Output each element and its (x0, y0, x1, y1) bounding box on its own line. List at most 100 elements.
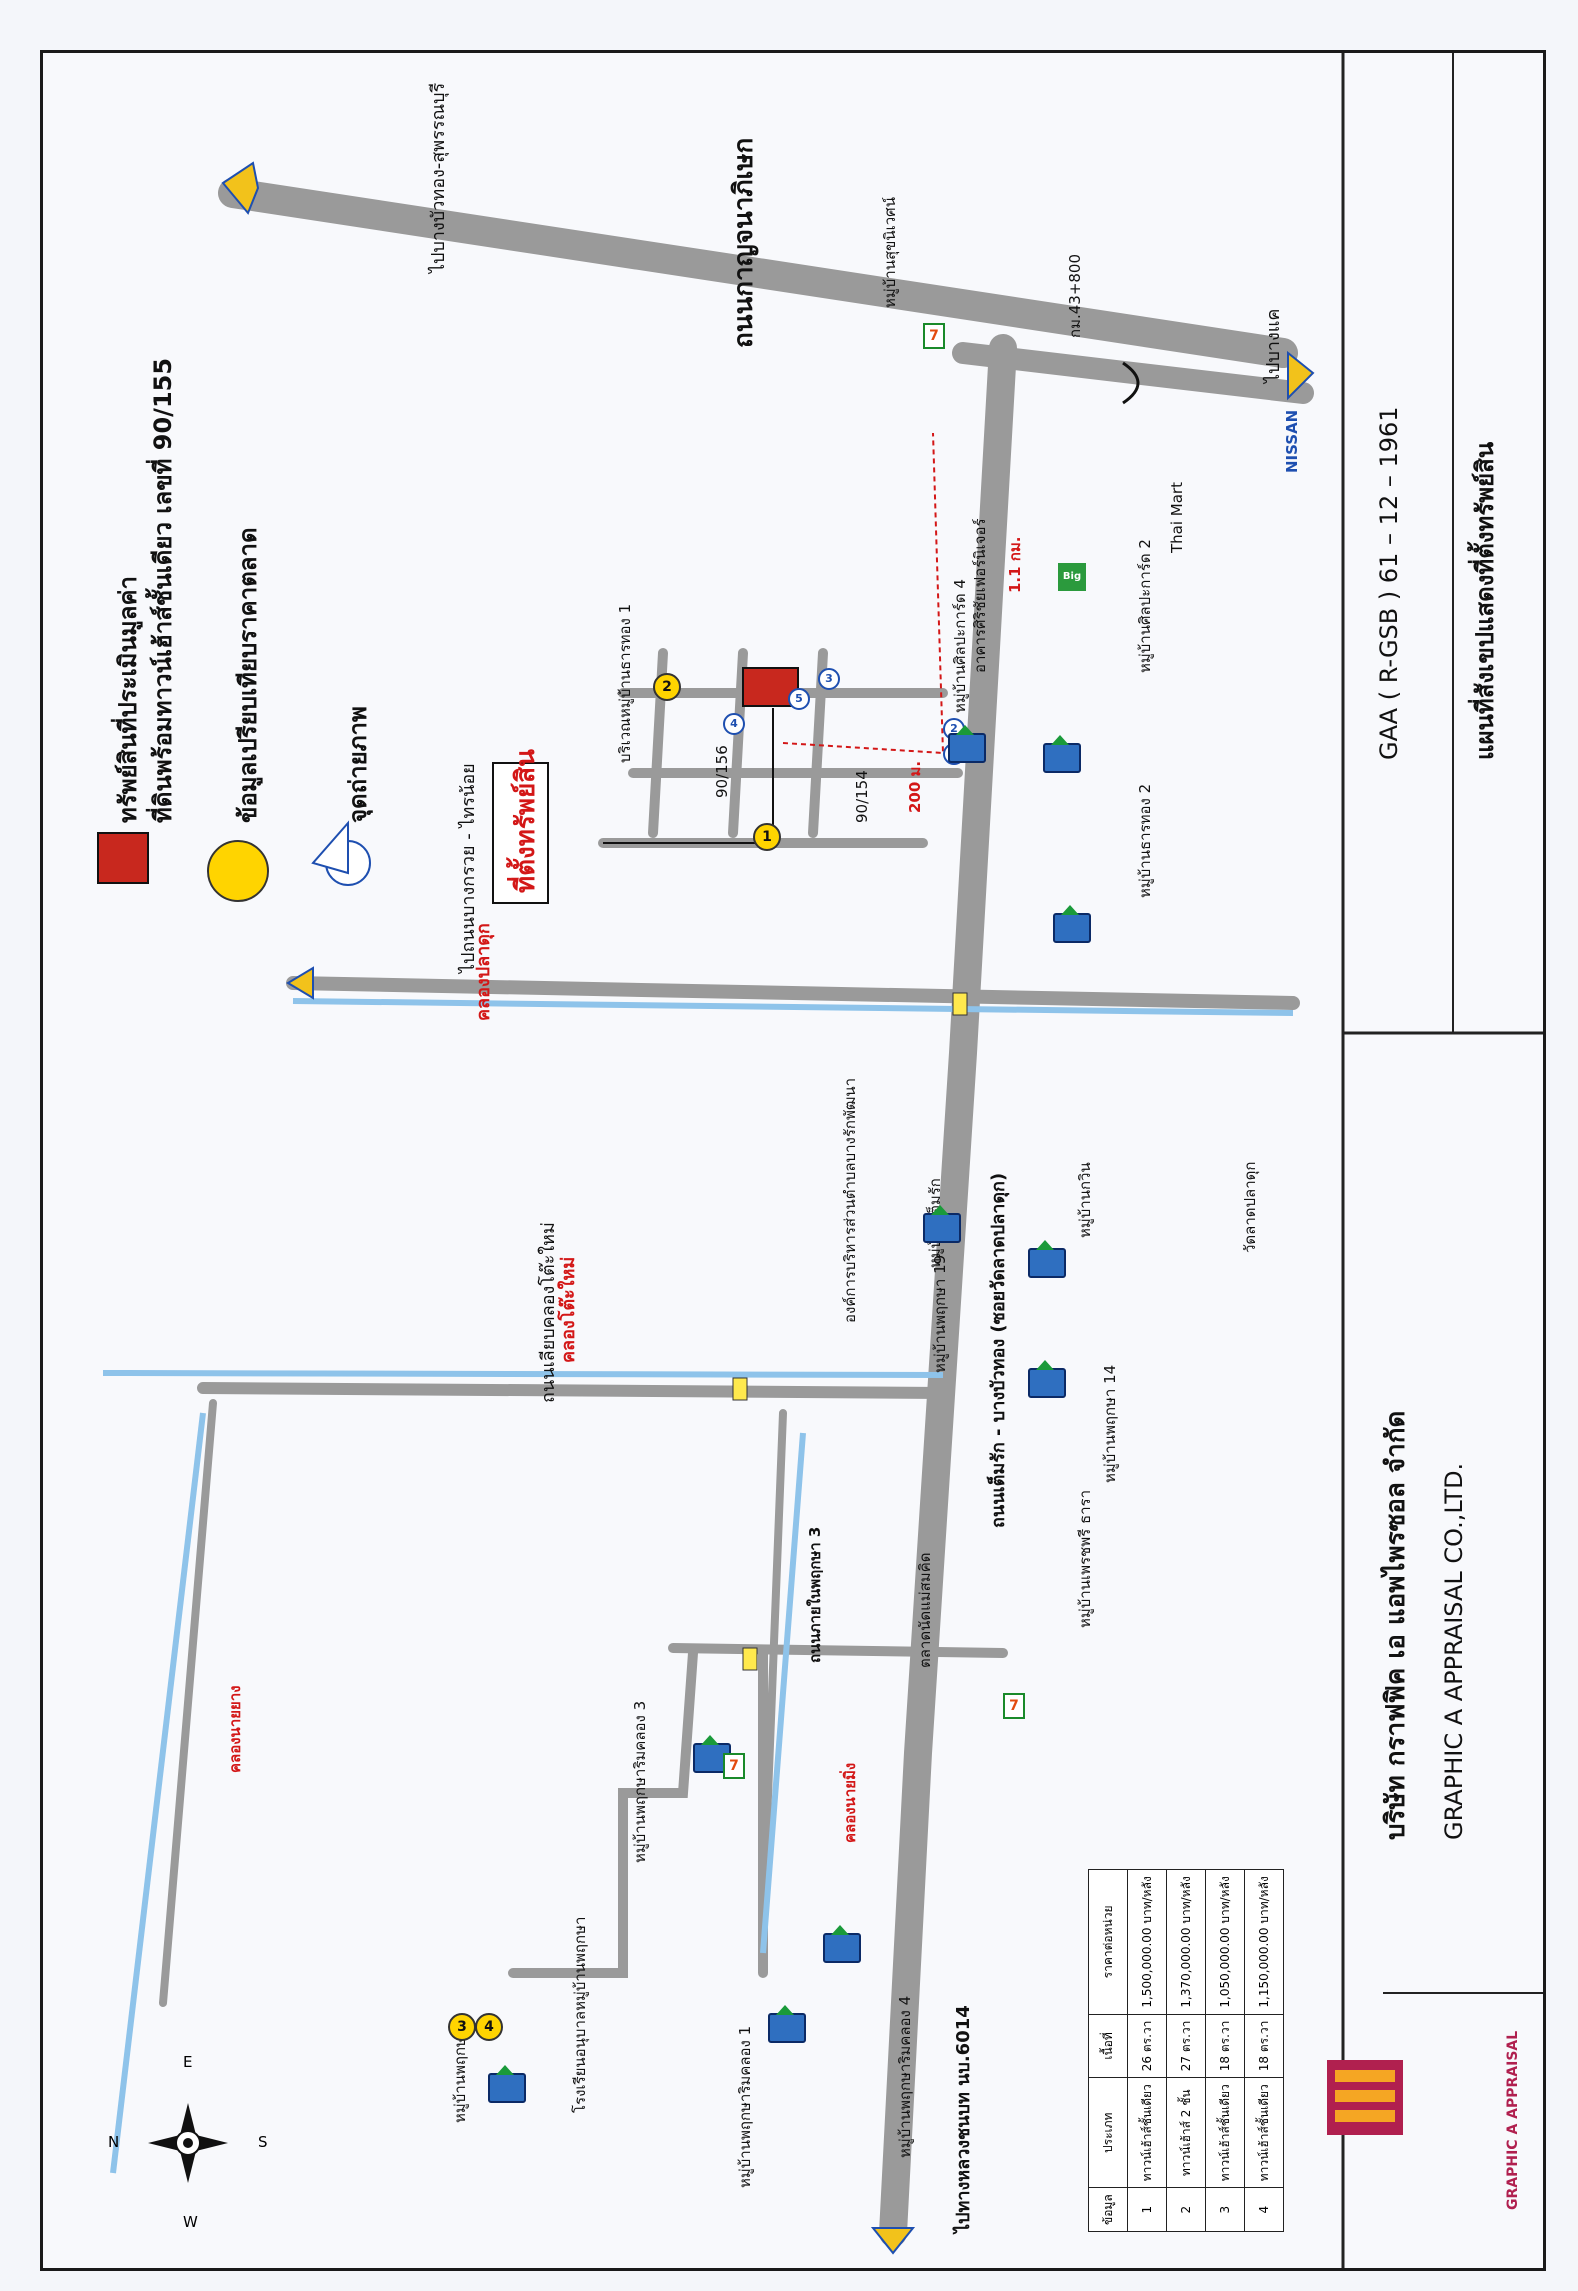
distance-route (782, 432, 945, 755)
table-header-cell: ประเภท (1088, 2077, 1128, 2188)
legend-photo-label: จุดถ่ายภาพ (344, 706, 372, 823)
table-row: 4 ทาวน์เฮ้าส์ชั้นเดียว 18 ตร.วา 1,150,00… (1244, 1869, 1284, 2232)
canals (102, 998, 1294, 2174)
table-row: 1 ทาวน์เฮ้าส์ชั้นเดียว 26 ตร.วา 1,500,00… (1127, 1869, 1167, 2232)
table-cell: ทาวน์เฮ้าส์ชั้นเดียว (1127, 2077, 1167, 2188)
comparables-table-wrap: ข้อมูล ประเภท เนื้อที่ ราคาต่อหน่วย 1 ทา… (1088, 1869, 1284, 2232)
highway-label: ไปทางหลวงชนบท นบ.6014 (953, 2005, 974, 2233)
table-cell: 1,500,000.00 บาท/หลัง (1127, 1869, 1167, 2015)
table-header-row: ข้อมูล ประเภท เนื้อที่ ราคาต่อหน่วย (1088, 1869, 1128, 2232)
wat-label: วัดลาดปลาดุก (1241, 1161, 1259, 1253)
table-cell: 1,150,000.00 บาท/หลัง (1244, 1869, 1284, 2015)
map-sheet: ทรัพย์สินที่ประเมินมูลค่า ที่ดินพร้อมทาว… (40, 50, 1546, 2271)
logo-text: GRAPHIC A APPRAISAL (1505, 2030, 1521, 2210)
lot-154-label: 90/154 (853, 770, 871, 823)
table-cell: ทาวน์เฮ้าส์ชั้นเดียว (1244, 2077, 1284, 2188)
legend-subject-detail: ที่ดินพร้อมทาวน์เฮ้าส์ชั้นเดียว เลขที่ 9… (149, 357, 177, 823)
document-code: GAA ( R-GSB ) 61 – 12 – 1961 (1375, 406, 1403, 760)
road-main-vertical (879, 334, 1017, 2247)
bridge-markers (732, 992, 968, 1671)
oborjor-label: องค์การบริหารส่วนตำบลบางรักพัฒนา (841, 1077, 859, 1323)
village-sriroy: อาคารศิริชัยเฟอร์นิเจอร์ (971, 518, 989, 673)
u-turn-icon (1122, 361, 1140, 405)
company-logo-graphic (1327, 2060, 1403, 2135)
vicinity-label: บริเวณหมู่บ้านธารทอง 1 (616, 603, 634, 763)
village-sinprakarn2: หมู่บ้านศิลปะการ์ด 2 (1136, 539, 1154, 673)
village-thara: หมู่บ้านเพรชพรี ธารา (1076, 1490, 1094, 1628)
table-cell: 1,050,000.00 บาท/หลัง (1205, 1869, 1245, 2015)
comparables-table: ข้อมูล ประเภท เนื้อที่ ราคาต่อหน่วย 1 ทา… (1088, 1869, 1284, 2232)
village-phruksa-klong3: หมู่บ้านพฤกษาริมคลอง 3 (631, 1700, 649, 1863)
seven-eleven-icon: 7 (723, 1753, 745, 1779)
canal-nai-ming (760, 1432, 806, 1954)
village-house-icon (948, 725, 986, 763)
table-cell: ทาวน์เฮ้าส์ชั้นเดียว (1205, 2077, 1245, 2188)
road-inner-5 (728, 648, 748, 838)
village-house-icon (1043, 735, 1081, 773)
table-cell: 1,370,000.00 บาท/หลัง (1166, 1869, 1206, 2015)
distance-11km-label: 1.1 กม. (1006, 536, 1024, 593)
road-west-1 (508, 1648, 698, 1978)
legend-subject-swatch (97, 832, 149, 884)
village-phruksa-klong4: หมู่บ้านพฤกษาริมคลอง 4 (896, 1995, 914, 2158)
thai-mart-label: Thai Mart (1168, 482, 1186, 553)
compass-n: N (108, 2133, 120, 2151)
compass-s: S (258, 2133, 268, 2151)
village-house-icon (823, 1925, 861, 1963)
canal-pladuk (292, 998, 1294, 1016)
road-phruksa3 (668, 1643, 1008, 1658)
table-row: 3 ทาวน์เฮ้าส์ชั้นเดียว 18 ตร.วา 1,050,00… (1205, 1869, 1245, 2232)
village-thanthong2: หมู่บ้านธารทอง 2 (1136, 783, 1154, 898)
legend-comparable-label: ข้อมูลเปรียบเทียบราคาตลาด (234, 527, 262, 823)
legend-comparable-swatch (207, 840, 269, 902)
table-cell: ทาวน์เฮ้าส์ 2 ชั้น (1166, 2077, 1206, 2188)
village-house-icon (1028, 1360, 1066, 1398)
compass-w: W (183, 2213, 198, 2231)
legend-photo-swatch (311, 820, 371, 886)
table-cell: 18 ตร.วา (1244, 2014, 1284, 2078)
map-canvas (97, 53, 1543, 2268)
village-house-icon (1028, 1240, 1066, 1278)
lot-156-label: 90/156 (713, 745, 731, 798)
company-name-th: บริษัท กราฟฟิค เอ แอพไพรซอล จำกัด (1381, 1410, 1411, 1840)
road-kanchanaphisek (218, 178, 1298, 368)
table-cell: 2 (1166, 2187, 1206, 2232)
road-tem-rak-label: ถนนเต็มรัก - บางบัวทอง (ซอยวัดลาดปลาดุก) (988, 1172, 1009, 1528)
village-house-icon (488, 2065, 526, 2103)
village-house-icon (1053, 905, 1091, 943)
canal-pladuk-label: คลองปลาดุก (473, 923, 494, 1021)
canal-nai-yang (110, 1412, 206, 2174)
canal-nai-ming-label: คลองนายมิ่ง (841, 1762, 859, 1843)
village-suk-niwet: หมู่บ้านสุขนิเวศน์ (881, 197, 899, 308)
nissan-label: NISSAN (1283, 409, 1301, 473)
school-label: โรงเรียนอนุบาลหมู่บ้านพฤกษา (571, 1916, 589, 2113)
table-cell: 18 ตร.วา (1205, 2014, 1245, 2078)
road-phruksa3-label: ถนนภายในพฤกษา 3 (806, 1526, 824, 1663)
compass-e: E (183, 2053, 193, 2071)
road-kanchanaphisek-label: ถนนกาญจนาภิเษก (729, 137, 759, 348)
legend-subject-label: ทรัพย์สินที่ประเมินมูลค่า (114, 576, 142, 823)
village-phruksa14: หมู่บ้านพฤกษา 14 (1101, 1364, 1119, 1483)
arrow-highway (870, 2227, 916, 2255)
table-header-cell: ข้อมูล (1088, 2187, 1128, 2232)
road-bangbuathong-label: ไปบางบัวทอง-สุพรรณบุรี (428, 82, 449, 273)
photo-point-4: 4 (723, 713, 745, 735)
compass (148, 2103, 228, 2183)
village-kawin: หมู่บ้านกวิน (1076, 1162, 1094, 1238)
table-cell: 4 (1244, 2187, 1284, 2232)
table-cell: 26 ตร.วา (1127, 2014, 1167, 2078)
village-phruksa-klong1: หมู่บ้านพฤกษาริมคลอง 1 (736, 2025, 754, 2188)
seven-eleven-icon: 7 (1003, 1693, 1025, 1719)
village-phruksa19: หมู่บ้านพฤกษา 19 (931, 1254, 949, 1373)
comparable-pin-2: 2 (653, 673, 681, 701)
big-c-icon: Big (1058, 563, 1086, 591)
table-cell: 3 (1205, 2187, 1245, 2232)
table-cell: 27 ตร.วา (1166, 2014, 1206, 2078)
comparable-pin-3: 3 (448, 2013, 476, 2041)
company-name-en: GRAPHIC A APPRAISAL CO.,LTD. (1440, 1462, 1468, 1840)
road-canal-side (759, 1409, 787, 1927)
photo-point-3: 3 (818, 668, 840, 690)
table-cell: 1 (1127, 2187, 1167, 2232)
road-bangkhae-label: ไปบางแค (1263, 308, 1284, 383)
photo-point-5: 5 (788, 688, 810, 710)
